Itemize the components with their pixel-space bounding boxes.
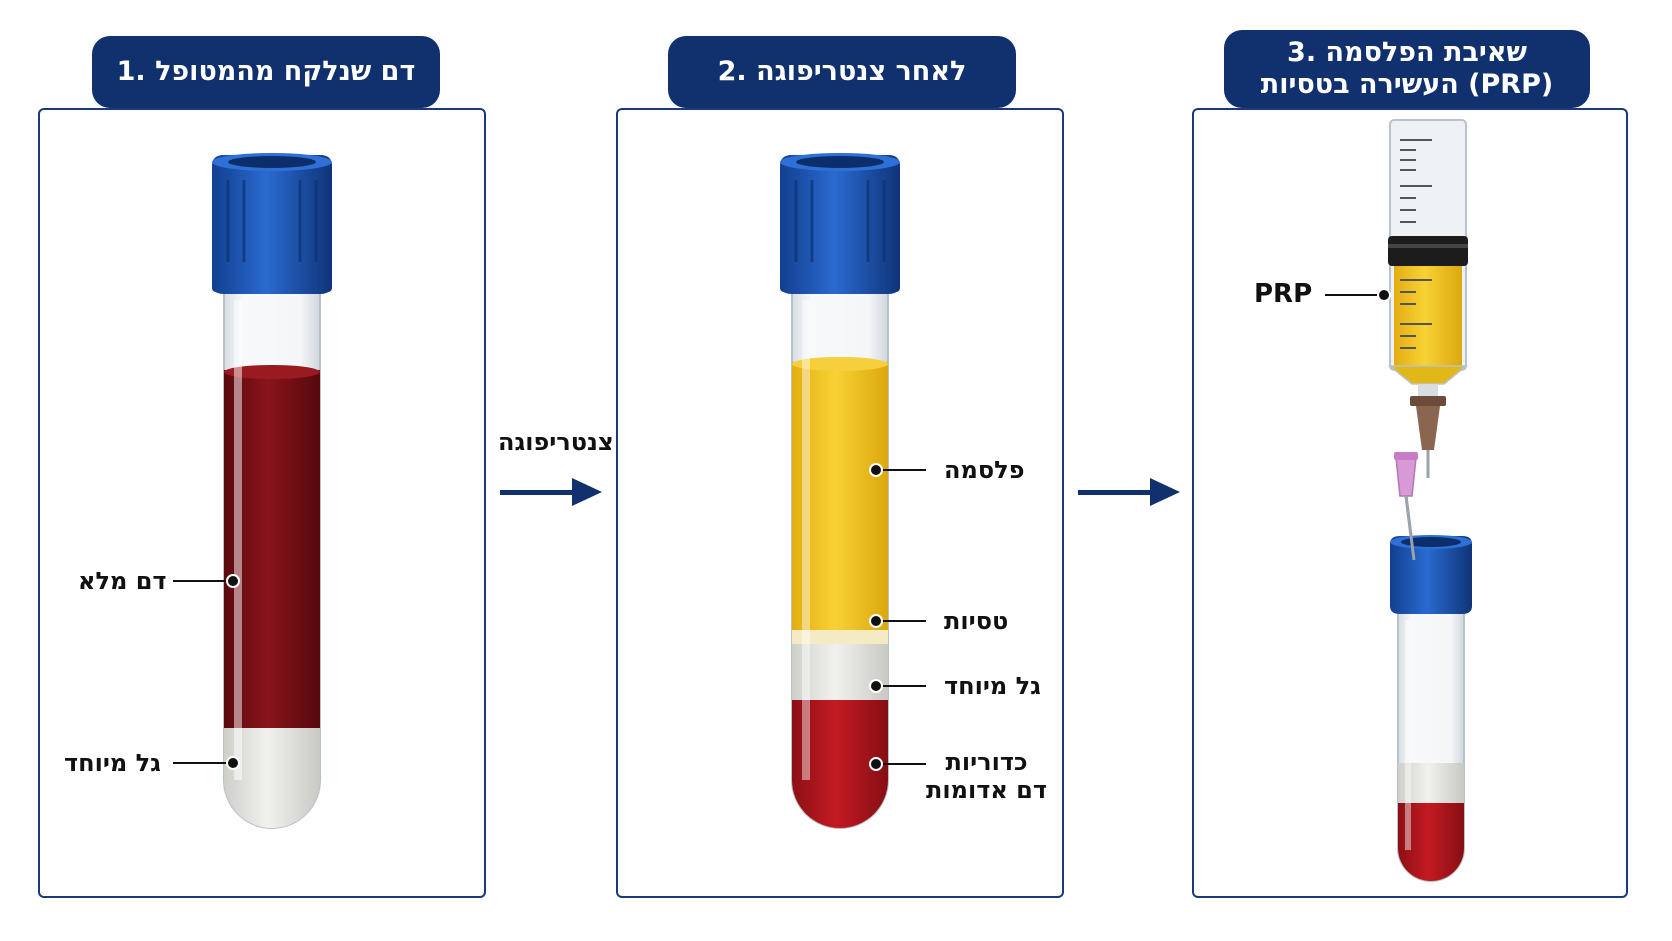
gel-label-tube1: גל מיוחד (64, 749, 161, 777)
tube-prp-result (1390, 535, 1472, 882)
centrifuge-label: צנטריפוגה (498, 428, 614, 456)
step-2-title: 2. לאחר צנטריפוגה (668, 36, 1016, 108)
step-3-title: 3. שאיבת הפלסמה העשירה בטסיות (PRP) (1224, 30, 1590, 108)
gel-label-tube2: גל מיוחד (944, 672, 1041, 700)
syringe (1387, 119, 1469, 478)
tube-whole-blood (212, 153, 332, 829)
platelets-label: טסיות (944, 607, 1009, 635)
rbc-label: כדוריות דם אדומות (926, 748, 1047, 804)
step-1-title: 1. דם שנלקח מהמטופל (92, 36, 440, 108)
arrow-2-icon (1078, 478, 1180, 506)
prp-label: PRP (1254, 279, 1313, 309)
tube-centrifuged (780, 153, 900, 829)
arrow-1-icon (500, 478, 602, 506)
plasma-label: פלסמה (944, 456, 1025, 484)
whole-blood-label: דם מלא (78, 567, 167, 595)
